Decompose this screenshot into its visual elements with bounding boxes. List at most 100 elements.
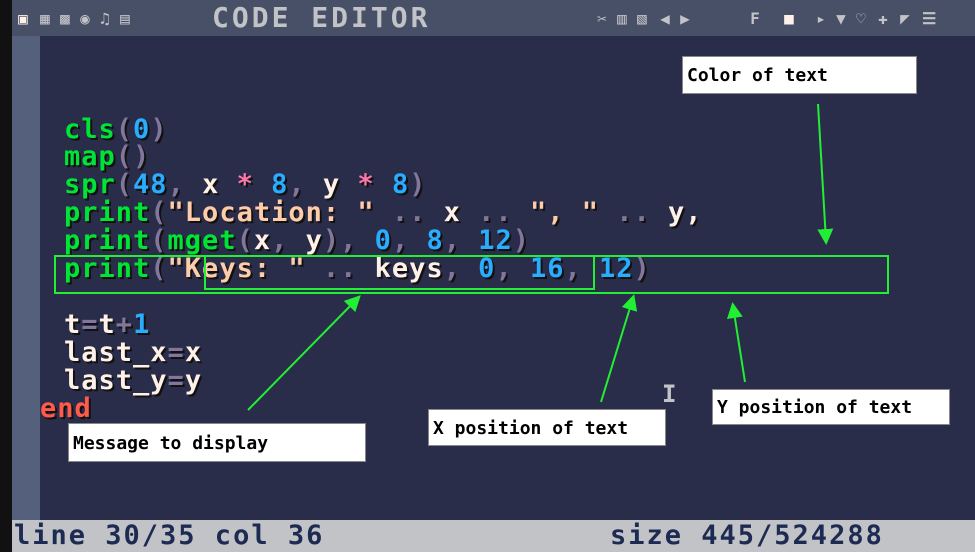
code-token: print [64, 197, 151, 228]
step-icon[interactable]: ▼ [836, 9, 846, 28]
code-token: ) [633, 253, 651, 284]
message-callout: Message to display [68, 423, 366, 462]
code-line[interactable]: print("Location: " .. x .. ", " .. y, [64, 199, 703, 227]
code-token: 0 [133, 114, 151, 145]
code-token: t [64, 309, 82, 340]
code-line[interactable]: print(mget(x, y), 0, 8, 12) [64, 227, 530, 255]
code-token: 12 [598, 253, 634, 284]
code-token: ( [150, 253, 168, 284]
text-cursor-icon: I [662, 380, 677, 408]
code-token: x [202, 169, 220, 200]
code-token: = [167, 365, 185, 396]
code-token: .. [374, 197, 444, 228]
code-token: , [391, 225, 427, 256]
code-token: .. [305, 253, 375, 284]
code-line[interactable]: spr(48, x * 8, y * 8) [64, 171, 426, 199]
copy-icon[interactable]: ▥ [617, 9, 627, 28]
find-icon[interactable]: F [750, 9, 760, 28]
code-token: 8 [391, 169, 410, 200]
run-icon[interactable]: ▸ [816, 9, 826, 28]
code-token: ) [409, 169, 427, 200]
code-token: x [443, 197, 461, 228]
code-token: = [81, 309, 99, 340]
code-token: 12 [478, 225, 513, 256]
code-token: print [64, 253, 151, 284]
code-line[interactable]: t=t+1 [64, 311, 150, 339]
undo-icon[interactable]: ◀ [660, 9, 670, 28]
code-line[interactable]: end [40, 395, 92, 423]
code-token: , [167, 169, 203, 200]
code-line[interactable]: print("Keys: " .. keys, 0, 16, 12) [64, 255, 651, 283]
code-token: , [288, 169, 323, 200]
code-token: "Location: " [167, 197, 375, 228]
code-token: 1 [133, 309, 151, 340]
code-token: "Keys: " [167, 253, 306, 284]
code-token: end [40, 393, 92, 424]
code-line[interactable]: last_y=y [64, 367, 202, 395]
message-highlight [204, 255, 595, 290]
code-token: keys [374, 253, 444, 284]
code-token: mget [167, 225, 237, 256]
code-token: () [115, 141, 151, 172]
title-bar: ▣ ▦ ▩ ◉ ♫ ▤ CODE EDITOR ✂ ▥ ▧ ◀ ▶ F ■ ▸ … [12, 0, 975, 36]
redo-icon[interactable]: ▶ [680, 9, 690, 28]
code-token: .. [598, 197, 669, 228]
sfx-icon[interactable]: ◉ [80, 9, 90, 28]
code-token: , [495, 253, 530, 284]
code-token: ( [150, 197, 168, 228]
add-icon[interactable]: ✚ [878, 9, 888, 28]
code-token: ( [115, 114, 134, 145]
code-token: ) [150, 114, 168, 145]
color-callout: Color of text [682, 56, 917, 94]
code-token: ), [322, 225, 375, 256]
bookmark-icon[interactable]: ◤ [900, 9, 910, 28]
code-token: ( [150, 225, 168, 256]
music-icon[interactable]: ♫ [100, 9, 110, 28]
menu-icon[interactable]: ☰ [922, 9, 937, 28]
code-token: .. [460, 197, 530, 228]
line-gutter [12, 36, 40, 520]
overflow-icon[interactable]: ▤ [120, 9, 130, 28]
blank-icon [702, 10, 716, 27]
code-token: 0 [374, 225, 392, 256]
code-token: 0 [478, 253, 496, 284]
x-position-callout: X position of text [428, 409, 666, 446]
code-token: 8 [426, 225, 444, 256]
code-token: y [184, 365, 203, 396]
code-token: * [340, 169, 392, 200]
code-token: y [305, 225, 323, 256]
code-token: , [443, 225, 479, 256]
code-token: spr [64, 169, 116, 200]
code-token: 16 [529, 253, 565, 284]
code-token: y [322, 169, 341, 200]
code-token: = [167, 337, 185, 368]
code-token: last_y [64, 365, 168, 396]
cut-icon[interactable]: ✂ [597, 9, 607, 28]
code-token: 48 [133, 169, 168, 200]
code-icon[interactable]: ▣ [18, 9, 28, 28]
code-token: last_x [64, 337, 168, 368]
size-status: size 445/524288 [610, 520, 884, 551]
watch-icon[interactable]: ♡ [856, 9, 866, 28]
code-token: , [443, 253, 479, 284]
paste-icon[interactable]: ▧ [637, 9, 647, 28]
code-token: * [219, 169, 272, 200]
window-title: CODE EDITOR [212, 1, 431, 34]
map-icon[interactable]: ▩ [60, 9, 70, 28]
sprite-icon[interactable]: ▦ [40, 9, 50, 28]
code-token: x [184, 337, 203, 368]
code-line[interactable]: map() [64, 143, 150, 171]
code-token: cls [64, 114, 116, 145]
code-token: ( [115, 169, 134, 200]
code-token: ) [512, 225, 531, 256]
tab-icon[interactable]: ■ [784, 9, 794, 28]
code-token: + [115, 309, 134, 340]
code-token: , [271, 225, 306, 256]
code-line[interactable]: last_x=x [64, 339, 202, 367]
code-line[interactable]: cls(0) [64, 116, 168, 144]
code-token: 8 [271, 169, 289, 200]
code-token: ", " [529, 197, 599, 228]
code-token: x [253, 225, 272, 256]
status-bar: line 30/35 col 36 size 445/524288 [12, 520, 975, 552]
code-token: y, [668, 197, 703, 228]
